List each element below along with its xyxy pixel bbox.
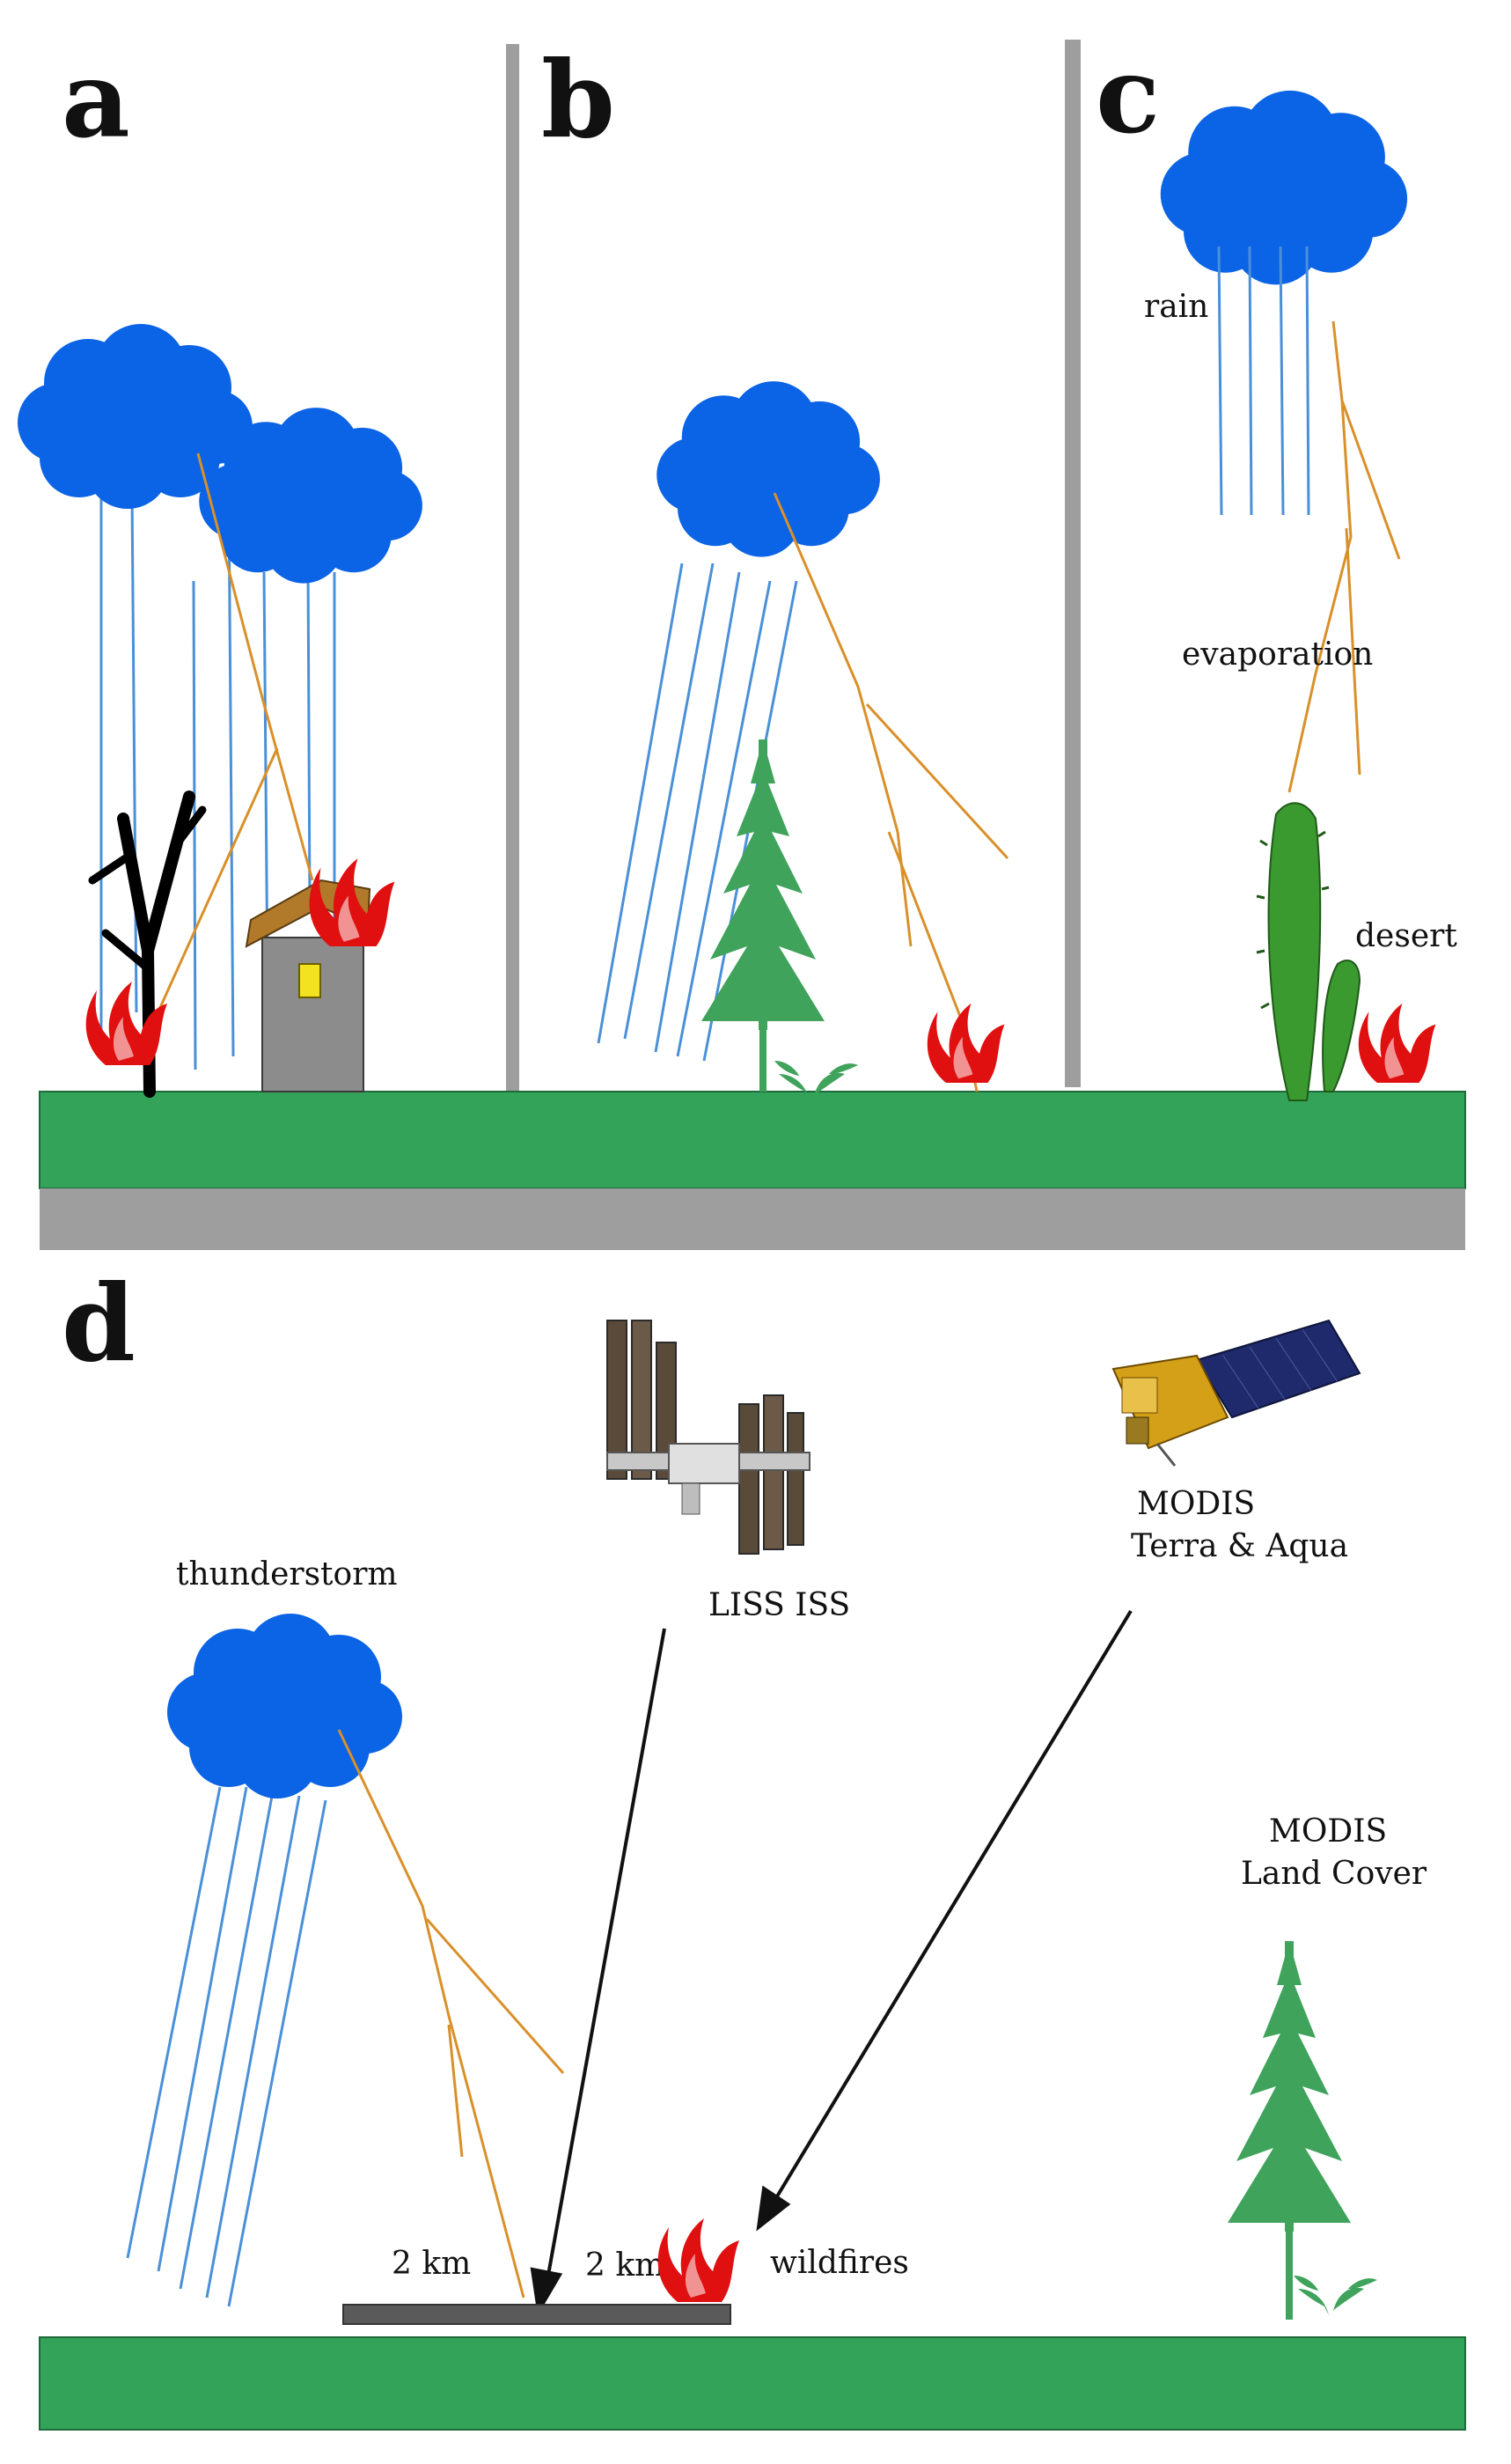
fire-d xyxy=(657,2218,739,2302)
evaporation-label: evaporation xyxy=(1182,636,1373,673)
tree-b xyxy=(701,739,825,1092)
modis-label-line2: Terra & Aqua xyxy=(1131,1528,1348,1564)
rain-lines-c xyxy=(1217,246,1310,516)
modis-satellite-icon xyxy=(1111,1319,1361,1467)
desert-label: desert xyxy=(1355,918,1457,954)
tree-d xyxy=(1228,1941,1351,2320)
wildfires-label: wildfires xyxy=(770,2245,909,2281)
grid-cell-strip xyxy=(342,2304,731,2325)
panel-a xyxy=(18,324,422,1098)
iss-label: LISS ISS xyxy=(708,1587,850,1623)
panel-d-letter: d xyxy=(62,1261,136,1386)
landcover-label-line1: MODIS xyxy=(1269,1813,1387,1850)
arrow-modis xyxy=(756,1609,1133,2232)
cactus xyxy=(1256,802,1361,1101)
lightning-c xyxy=(1287,320,1401,793)
modis-label-line1: MODIS xyxy=(1137,1486,1255,1522)
top-panels: a b c xyxy=(18,33,1466,1250)
landcover-label-line2: Land Cover xyxy=(1241,1856,1427,1892)
ground-bottom xyxy=(39,2336,1466,2431)
distance-label-left: 2 km xyxy=(392,2246,471,2282)
shrub-d xyxy=(1294,2276,1377,2315)
fire-b xyxy=(927,1003,1005,1083)
rain-label: rain xyxy=(1144,289,1208,325)
panel-b xyxy=(597,381,1009,1100)
fire-a-tree xyxy=(85,982,167,1065)
cloud-c xyxy=(1160,90,1408,285)
panel-d: d LISS ISS M xyxy=(39,1261,1466,2431)
ground-top xyxy=(39,1091,1466,1189)
divider-ab xyxy=(506,44,519,1092)
cloud-d xyxy=(167,1614,402,1798)
road-top xyxy=(40,1188,1465,1250)
panel-a-letter: a xyxy=(62,38,130,162)
rain-lines-d xyxy=(126,1786,327,2307)
arrow-iss xyxy=(530,1628,666,2316)
lightning-a xyxy=(152,452,314,1022)
panel-c-letter: c xyxy=(1096,33,1160,158)
panel-b-letter: b xyxy=(541,38,615,162)
lightning-d xyxy=(337,1729,565,2299)
fire-a-house xyxy=(309,858,395,946)
rain-lines-b xyxy=(597,563,798,1062)
fire-c xyxy=(1358,1003,1436,1083)
divider-bc xyxy=(1065,40,1081,1087)
cloud-b xyxy=(656,381,880,557)
panel-c: rain evaporation desert xyxy=(1144,90,1457,1101)
distance-label-right: 2 km xyxy=(585,2247,664,2284)
thunderstorm-label: thunderstorm xyxy=(176,1556,398,1592)
iss-satellite-icon xyxy=(606,1320,811,1555)
